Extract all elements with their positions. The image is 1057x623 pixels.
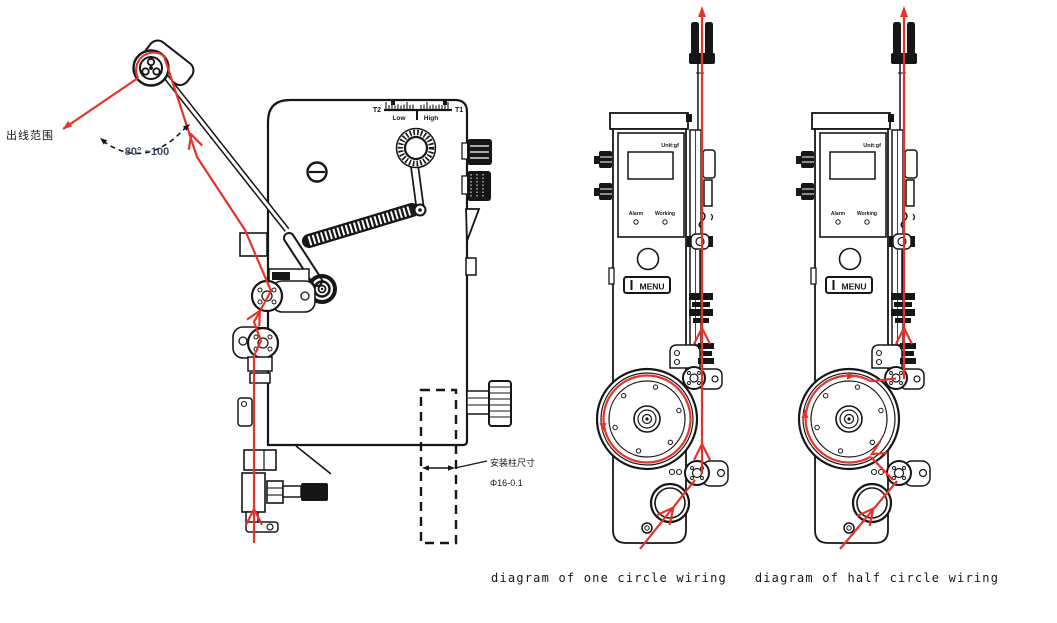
mount-post-dimension: 安装柱尺寸 Φ16-0.1 (419, 388, 535, 545)
half-circle-view: diagram of half circle wiring (755, 6, 999, 585)
mount-post-diameter: Φ16-0.1 (490, 478, 523, 488)
wire-path-one-circle (599, 6, 711, 550)
half-circle-caption: diagram of half circle wiring (755, 571, 999, 585)
wire-path-side (62, 51, 273, 543)
outlet-range-label: 出线范围 (6, 128, 54, 142)
wrap-direction-arrow (599, 423, 607, 432)
scale-t1-label: T1 (455, 107, 463, 114)
connector-b (467, 171, 491, 201)
side-view: T2 T1 Low High (6, 39, 535, 545)
one-circle-caption: diagram of one circle wiring (491, 571, 727, 585)
scale-low-label: Low (393, 115, 407, 122)
scale-t2-label: T2 (373, 107, 381, 114)
adjust-knob (301, 483, 328, 501)
wrap-direction-arrow (801, 409, 809, 418)
outlet-arrow (63, 120, 73, 129)
guide-pulley-a (250, 279, 316, 313)
mounting-knob (466, 380, 512, 427)
wedge-bracket (465, 208, 481, 242)
panel-screw (306, 161, 328, 183)
wrap-exit-arrow (847, 372, 856, 380)
angle-label: 80° ~100 (125, 146, 169, 158)
side-connectors (461, 139, 492, 276)
tension-dial (395, 127, 437, 212)
tension-spring (302, 203, 427, 248)
mount-post-label: 安装柱尺寸 (490, 457, 535, 468)
one-circle-view: diagram of one circle wiring (491, 6, 730, 585)
tension-scale: T2 T1 Low High (373, 99, 463, 122)
wire-path-half-circle (801, 6, 913, 550)
outlet-range-annotation: 80° ~100 出线范围 (6, 124, 190, 158)
scale-high-label: High (424, 115, 438, 122)
arm-pulley (132, 49, 170, 87)
